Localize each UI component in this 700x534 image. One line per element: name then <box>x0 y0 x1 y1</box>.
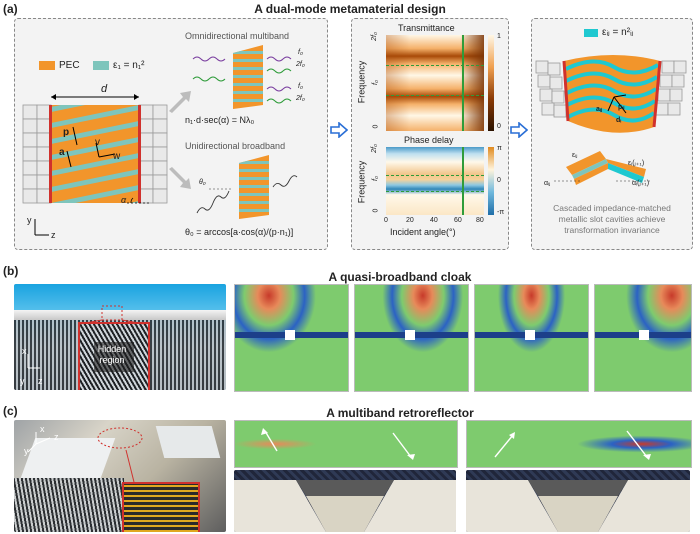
flow-arrow-2 <box>510 122 528 138</box>
panel-c-label: (c) <box>3 404 18 418</box>
dim-w: w <box>113 151 121 162</box>
panel-c-title: A multiband retroreflector <box>326 406 474 420</box>
right-p: pᵢⱼ <box>618 104 625 111</box>
xtick-80: 80 <box>476 217 484 224</box>
panel-a-label: (a) <box>3 2 18 16</box>
omni-f0-bottom: f₀ <box>298 83 303 90</box>
b-axis-x: x <box>22 346 27 356</box>
phase-title: Phase delay <box>404 135 454 145</box>
freq-label-top: Frequency <box>356 60 367 104</box>
cbar-t-max: 1 <box>497 33 501 40</box>
transform-box: εᵢⱼ = n²ᵢⱼ aᵢⱼ pᵢⱼ dᵢ <box>531 18 693 250</box>
ytick-top-0: 0 <box>372 124 380 129</box>
phase-map <box>386 147 484 215</box>
right-caption-3: transformation invariance <box>564 225 660 235</box>
right-alpha: αᵢⱼ <box>544 180 551 187</box>
omni-equation: n₁·d·sec(α) = Nλ₀ <box>185 115 255 125</box>
charts-box: Transmittance 1 0 2f₀ f₀ 0 Frequency Pha… <box>351 18 509 250</box>
right-eps2: εᵢ(ⱼ₊₁) <box>628 160 645 167</box>
b-axis-z: z <box>38 376 43 386</box>
hidden-label-1: Hidden <box>97 344 127 354</box>
transmittance-map <box>386 35 484 131</box>
c-axis-z: z <box>54 432 59 442</box>
retro-photo-2 <box>466 470 690 532</box>
xtick-20: 20 <box>406 217 414 224</box>
transmittance-title: Transmittance <box>398 23 455 33</box>
uni-title: Unidirectional broadband <box>185 141 286 151</box>
omni-2f0-bottom: 2f₀ <box>296 95 305 102</box>
right-d: dᵢ <box>616 117 622 124</box>
cbar-phase <box>488 147 494 215</box>
right-caption-2: metallic slot cavities achieve <box>558 214 666 224</box>
design-box: PEC ε₁ = n₁² <box>14 18 328 250</box>
unit-cell-diagram <box>22 94 168 236</box>
pec-swatch <box>39 61 55 70</box>
ytick-bot-2f0: 2f₀ <box>370 144 378 153</box>
eps-ij-eq: εᵢⱼ = n²ᵢⱼ <box>602 27 634 38</box>
branch-arrows <box>169 91 191 189</box>
flow-arrow-1 <box>330 122 348 138</box>
right-alpha2: αᵢ(ⱼ₊₁) <box>632 180 650 187</box>
cbar-transmittance <box>488 35 494 131</box>
freq-label-bottom: Frequency <box>356 160 367 204</box>
uni-diagram <box>196 155 298 219</box>
retro-field-2 <box>466 420 692 468</box>
omni-diagram <box>192 45 292 109</box>
xtick-40: 40 <box>430 217 438 224</box>
retro-photo-1 <box>234 470 456 532</box>
dielectric-legend: ε₁ = n₁² <box>113 60 145 71</box>
cloak-field-4 <box>594 284 692 392</box>
retroreflector-photo: x y z <box>14 420 226 532</box>
right-eps: εᵢⱼ <box>572 152 578 159</box>
ytick-top-2f0: 2f₀ <box>370 32 378 41</box>
dim-v: v <box>95 137 100 148</box>
ytick-bot-f0: f₀ <box>371 176 379 181</box>
cbar-p-mid: 0 <box>497 177 501 184</box>
dim-d: d <box>101 83 108 95</box>
dim-a: a <box>59 147 65 158</box>
cbar-p-max: π <box>497 145 502 152</box>
panel-b-label: (b) <box>3 264 19 278</box>
cloak-field-1 <box>234 284 349 392</box>
retro-field-1 <box>234 420 458 468</box>
hidden-region-inset <box>78 322 150 390</box>
hidden-label-2: region <box>99 355 125 365</box>
b-axis-y: y <box>20 376 25 386</box>
c-axis-x: x <box>40 424 45 434</box>
xtick-0: 0 <box>384 217 388 224</box>
ytick-bot-0: 0 <box>372 208 380 213</box>
dim-p: p <box>63 127 70 138</box>
cloak-field-2 <box>354 284 469 392</box>
cloak-field-3 <box>474 284 589 392</box>
xtick-60: 60 <box>454 217 462 224</box>
pec-legend: PEC <box>59 60 80 71</box>
omni-title: Omnidirectional multiband <box>185 31 290 41</box>
cavity-joint-diagram <box>554 151 650 185</box>
panel-b-title: A quasi-broadband cloak <box>328 270 472 284</box>
c-axis-y: y <box>24 446 29 456</box>
right-a: aᵢⱼ <box>596 106 603 113</box>
eps-ij-swatch <box>584 29 598 37</box>
retro-inset <box>122 482 200 532</box>
x-axis-label: Incident angle(°) <box>390 227 456 237</box>
axis-y: y <box>27 215 32 225</box>
uni-equation: θ₀ = arccos[a·cos(α)/(p·n₁)] <box>185 227 294 237</box>
dielectric-swatch <box>93 61 109 70</box>
ytick-top-f0: f₀ <box>371 80 379 85</box>
curved-cavity-diagram <box>535 55 687 133</box>
cbar-p-min: -π <box>497 209 505 216</box>
cbar-t-min: 0 <box>497 123 501 130</box>
omni-f0-top: f₀ <box>298 49 303 56</box>
axis-z: z <box>51 230 56 240</box>
uni-theta: θ₀ <box>199 179 206 186</box>
omni-2f0-top: 2f₀ <box>296 61 305 68</box>
angle-alpha: α <box>121 195 127 205</box>
right-caption-1: Cascaded impedance-matched <box>553 203 671 213</box>
cloak-photo: Hidden region x y z <box>14 284 226 390</box>
panel-a-title: A dual-mode metamaterial design <box>254 2 446 16</box>
